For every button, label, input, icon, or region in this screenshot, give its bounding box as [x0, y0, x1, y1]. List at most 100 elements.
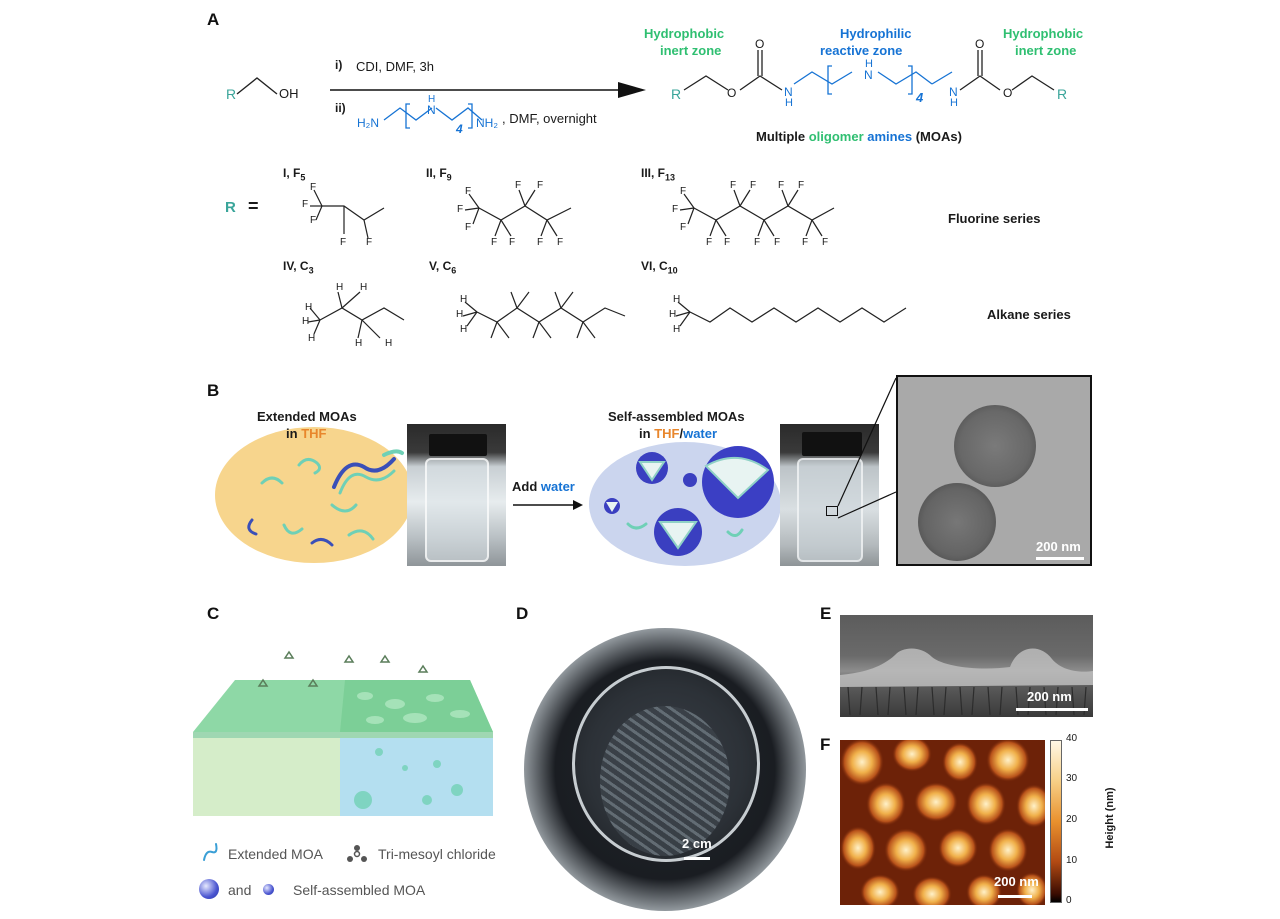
colorbar-tick-30: 30	[1066, 773, 1078, 784]
thf-water-solution-oval	[589, 442, 781, 566]
panel-letter-d: D	[516, 604, 529, 623]
f5-atom-f4: F	[340, 237, 347, 248]
c10-atom-h1: H	[673, 294, 681, 305]
product-caption: Multiple oligomer amines (MOAs)	[756, 129, 962, 144]
c10-structure	[675, 301, 907, 327]
f13-atom-f1: F	[680, 186, 687, 197]
c3-atom-h7: H	[385, 338, 393, 349]
panel-letter-c: C	[207, 604, 220, 623]
compound-label-c6: V, C6	[429, 259, 457, 276]
product-n-mid: N	[864, 68, 873, 82]
product-r-left: R	[671, 86, 682, 102]
tmc-legend-icon	[347, 845, 367, 862]
f13-structure	[679, 189, 835, 237]
f9-atom-f5: F	[509, 237, 516, 248]
product-n-left: N	[784, 85, 793, 99]
fluorine-series-label: Fluorine series	[948, 211, 1041, 226]
product-structure	[683, 50, 1055, 95]
step2-conditions: , DMF, overnight	[502, 111, 597, 126]
legend-and: and	[228, 882, 252, 898]
beaker-scale-label: 2 cm	[682, 836, 712, 851]
colorbar-tick-20: 20	[1066, 814, 1078, 825]
compound-label-f13: III, F13	[641, 166, 676, 183]
afm-height-image: 200 nm	[840, 740, 1045, 905]
zone-mid-line1: Hydrophilic	[840, 26, 912, 41]
extended-in: in	[286, 426, 298, 441]
legend-extended-moa: Extended MOA	[228, 846, 323, 862]
panel-letter-b: B	[207, 381, 220, 400]
legend-tmc: Tri-mesoyl chloride	[378, 846, 496, 862]
zoom-lines	[837, 377, 897, 519]
c10-atom-h3: H	[673, 324, 681, 335]
caption-moas: (MOAs)	[915, 129, 962, 144]
product-r-right: R	[1057, 86, 1068, 102]
c3-atom-h2: H	[302, 316, 310, 327]
c10-atom-h2: H	[669, 309, 677, 320]
f13-atom-f9: F	[774, 237, 781, 248]
product-h-right: H	[950, 97, 958, 109]
extended-moa-legend-icon	[203, 843, 218, 861]
c3-atom-h1: H	[305, 302, 313, 313]
amine-n: N	[427, 103, 436, 117]
compound-label-f5: I, F5	[283, 166, 306, 183]
c6-atom-h3: H	[460, 324, 468, 335]
amine-h2n: H₂N	[357, 116, 379, 130]
zone-right-line2: inert zone	[1015, 43, 1077, 58]
f13-atom-f8: F	[754, 237, 761, 248]
f13-atom-f4: F	[706, 237, 713, 248]
caption-multiple: Multiple	[756, 129, 806, 144]
reactant-structure	[236, 77, 278, 95]
product-o-carbonyl-left: O	[755, 37, 765, 51]
reactant-r: R	[226, 86, 237, 102]
f5-atom-f2: F	[302, 199, 309, 210]
sem-scale-label: 200 nm	[1027, 689, 1072, 704]
sa-in: in	[639, 426, 651, 441]
add-water-label: Add water	[512, 479, 575, 494]
extended-thf: THF	[301, 426, 327, 441]
f9-atom-f6: F	[515, 180, 522, 191]
step1-number: i)	[335, 58, 343, 72]
c3-atom-h5: H	[360, 282, 368, 293]
vial-thf-photo	[407, 424, 506, 566]
sa-water: water	[683, 426, 718, 441]
equals-sign: =	[248, 196, 259, 216]
compound-label-c10: VI, C10	[641, 259, 678, 276]
product-subscript: 4	[916, 90, 924, 105]
beaker-photo: 2 cm	[524, 628, 806, 911]
f9-structure	[464, 189, 572, 237]
tem-scale-bar	[1036, 557, 1084, 560]
f5-atom-f3: F	[310, 215, 317, 226]
tem-image: 200 nm	[896, 375, 1092, 566]
caption-amines: amines	[867, 129, 913, 144]
afm-scale-bar	[998, 895, 1032, 898]
product-h-left: H	[785, 97, 793, 109]
c3-atom-h6: H	[355, 338, 363, 349]
zone-left-line1: Hydrophobic	[644, 26, 725, 41]
c3-structure	[307, 291, 405, 339]
add-water-arrow	[513, 500, 583, 510]
colorbar-tick-40: 40	[1066, 733, 1078, 744]
compound-label-f9: II, F9	[426, 166, 452, 183]
legend-self-assembled: Self-assembled MOA	[293, 882, 426, 898]
panel-letter-a: A	[207, 10, 220, 29]
step2-number: ii)	[335, 101, 346, 115]
add-word: Add	[512, 479, 538, 494]
product-o-ester-right: O	[1003, 86, 1013, 100]
amine-h: H	[428, 94, 436, 105]
f9-atom-f8: F	[537, 237, 544, 248]
c6-structure	[462, 291, 626, 339]
f13-atom-f3: F	[680, 222, 687, 233]
sa-slash: /	[679, 426, 684, 441]
product-n-right: N	[949, 85, 958, 99]
beaker-scale-bar	[684, 857, 710, 860]
c6-atom-h2: H	[456, 309, 464, 320]
f5-structure	[310, 189, 385, 239]
afm-colorbar	[1050, 740, 1062, 903]
thf-solution-oval	[215, 427, 413, 563]
self-assembled-line2: in THF/water	[639, 426, 717, 441]
colorbar-tick-10: 10	[1066, 855, 1078, 866]
c6-atom-h1: H	[460, 294, 468, 305]
f13-atom-f5: F	[724, 237, 731, 248]
f9-atom-f1: F	[465, 186, 472, 197]
panel-letter-e: E	[820, 604, 832, 623]
